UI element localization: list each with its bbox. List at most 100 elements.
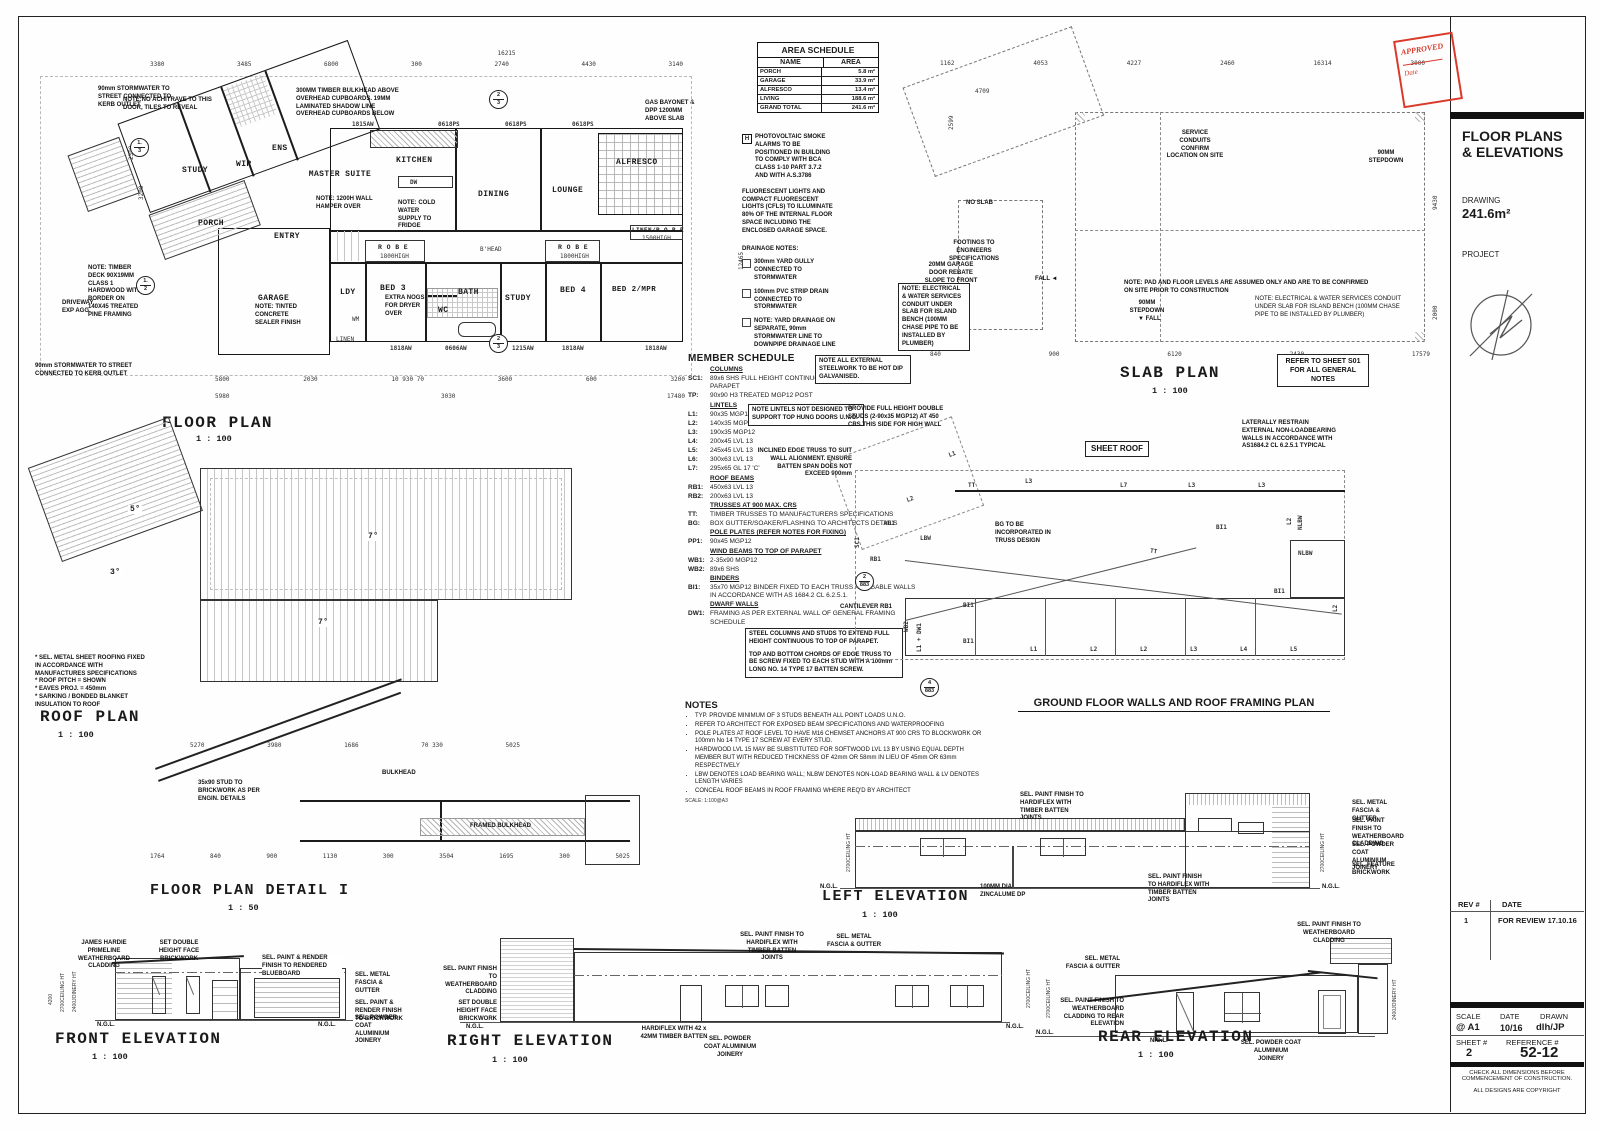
bulkhead-note: 300MM TIMBER BULKHEAD ABOVE OVERHEAD CUP… [296,88,399,118]
member-tag: WB2: [688,565,705,573]
floor-plan-title: FLOOR PLAN [162,414,274,432]
steel-columns-note1: STEEL COLUMNS AND STUDS TO EXTEND FULL H… [749,631,890,645]
tag-wb1: WB1 [884,520,895,527]
member-tag [688,366,710,374]
sheet-label: SHEET # [1456,1038,1488,1047]
roof-note-line: * SEL. METAL SHEET ROOFING FIXED IN ACCO… [35,655,145,677]
member-tag [688,402,710,410]
drainage-note-text: 100mm PVC STRIP DRAIN CONNECTED TO STORM… [754,288,829,311]
member-tag: L5: [688,447,698,455]
date-value: 10/16 [1500,1023,1523,1033]
rear-label-joinery: SEL. POWDER COAT ALUMINIUM JOINERY [1240,1040,1302,1062]
member-tag: L4: [688,438,698,445]
area-name: PORCH [758,68,823,76]
member-text: 89x6 SHS [710,565,740,573]
left-label-downpipe: 100MM DIA ZINCALUME DP [980,884,1026,898]
left-elevation-title: LEFT ELEVATION [822,888,970,905]
member-tag: SC1: [688,375,703,383]
tag-l4: L4 [1240,646,1248,653]
front-label-cladding: JAMES HARDIE PRIMELINE WEATHERBOARD CLAD… [78,940,130,970]
tag-l5: L5 [1290,646,1298,653]
right-elev-wall [574,952,1002,1022]
dim-label: 840 [930,351,941,358]
disclaimer-text: CHECK ALL DIMENSIONS BEFORE COMMENCEMENT… [1461,1070,1573,1082]
dim-label: 1695 [499,853,514,860]
right-label-joinery: SEL. POWDER COAT ALUMINIUM JOINERY [703,1036,757,1058]
tag-l2d: L2 [1140,646,1148,653]
member-text: 190x35 MGP12 [710,428,756,436]
floor-plan-boundary [40,76,692,376]
date-col-header: DATE [1502,900,1522,909]
member-tag: L7: [688,465,698,473]
member-schedule-row: COLUMNS [688,366,920,374]
member-text: FRAMING AS PER EXTERNAL WALL OF GENERAL … [710,610,896,626]
member-schedule-row: TRUSSES AT 900 MAX. CRS [688,502,920,510]
front-label-brickwork: SET DOUBLE HEIGHT FACE BRICKWORK [158,940,200,962]
member-text: WIND BEAMS TO TOP OF PARAPET [710,547,822,555]
member-schedule-row: L1: 90x35 MGP12 [688,411,920,419]
member-text: 90x45 MGP12 [710,538,752,546]
dim-9430: 9430 [1432,195,1439,210]
room-study: STUDY [182,166,209,175]
member-text: 89x6 SHS FULL HEIGHT CONTINUOUS FROM SLA… [710,375,905,391]
note-item: LBW DENOTES LOAD BEARING WALL; NLBW DENO… [695,772,985,788]
drainage-title: DRAINAGE NOTES: [742,245,799,252]
north-arrow-icon [1469,289,1533,361]
right-elev-parapet-block [500,938,574,1022]
area-value: 241.6 m² [851,105,875,111]
tag-l1-dw1: L1 + DW1 [916,623,923,652]
left-elev-roof [855,818,1185,831]
framing-wall [1185,598,1186,656]
room-bed3: BED 3 [380,284,407,293]
fp-garage-walls [218,228,330,355]
roof-wall-line [210,478,562,590]
member-schedule-row: L6: 300x63 LVL 13 [688,456,920,464]
left-vdim-ceiling: 2700CEILING HT [846,832,852,872]
left-elev-ground-line [840,888,1320,889]
front-elev-ground-line [95,1020,353,1021]
front-ngl-left: N.G.L. [97,1022,115,1028]
opening-1818aw: 1818AW [562,345,584,352]
right-vdim-ceiling: 2700CEILING HT [1026,968,1032,1008]
member-tag: L1: [688,410,698,418]
rear-vdim-ceiling: 2700CEILING HT [1046,978,1052,1018]
tag-l3: L3 [1025,478,1033,485]
member-schedule-row: L5: 245x45 LVL 13 [688,447,920,455]
robe-height1: 1800HIGH [380,253,409,260]
front-elev-garage-door [254,978,340,1018]
dim-label: 300 [411,61,422,68]
dim-label: 1686 [344,742,359,749]
rear-label-weatherboard-rear: SEL. PAINT FINISH TO WEATHERBOARD CLADDI… [1060,998,1124,1028]
room-dining: DINING [478,190,510,199]
left-ngl-right: N.G.L. [1322,884,1340,890]
roof-pitch-5: 5° [128,505,143,514]
slab-footing-pad [1415,332,1425,342]
front-elevation-scale: 1 : 100 [92,1052,128,1062]
area-schedule-row: GRAND TOTAL 241.6 m² [758,103,878,112]
drainage-note: 100mm PVC STRIP DRAIN CONNECTED TO STORM… [742,288,836,312]
roof-main [200,468,572,600]
linen-height: 1500HIGH [642,235,671,242]
member-text: 35x70 MGP12 BINDER FIXED TO EACH TRUSS A… [710,584,916,600]
room-ldy: LDY [340,288,356,297]
tag-lbw: LBW [920,535,931,542]
left-label-brickwork: SEL. FEATURE BRICKWORK [1352,862,1395,876]
robe-height2: 1800HIGH [560,253,589,260]
detail-right-walls [585,795,640,865]
notes-list: TYP. PROVIDE MINIMUM OF 3 STUDS BENEATH … [695,713,985,796]
note-item: POLE PLATES AT ROOF LEVEL TO HAVE M16 CH… [695,731,985,747]
stepdown-mid: 90MM STEPDOWN [1129,300,1165,314]
dryer-note: EXTRA NOGS FOR DRYER OVER [385,295,425,317]
tag-nlbw2: NLBW [1298,550,1313,557]
titleblock-line [1450,1035,1584,1036]
opening-1815aw: 1815AW [352,121,374,128]
front-ngl-right: N.G.L. [318,1022,336,1028]
member-text: TRUSSES AT 900 MAX. CRS [710,501,797,509]
front-label-joinery: SEL. POWDER COAT ALUMINIUM JOINERY [355,1015,398,1045]
left-label-joinery: SEL. POWDER COAT ALUMINIUM JOINERY [1352,842,1395,872]
slab-plan-title: SLAB PLAN [1120,364,1220,382]
